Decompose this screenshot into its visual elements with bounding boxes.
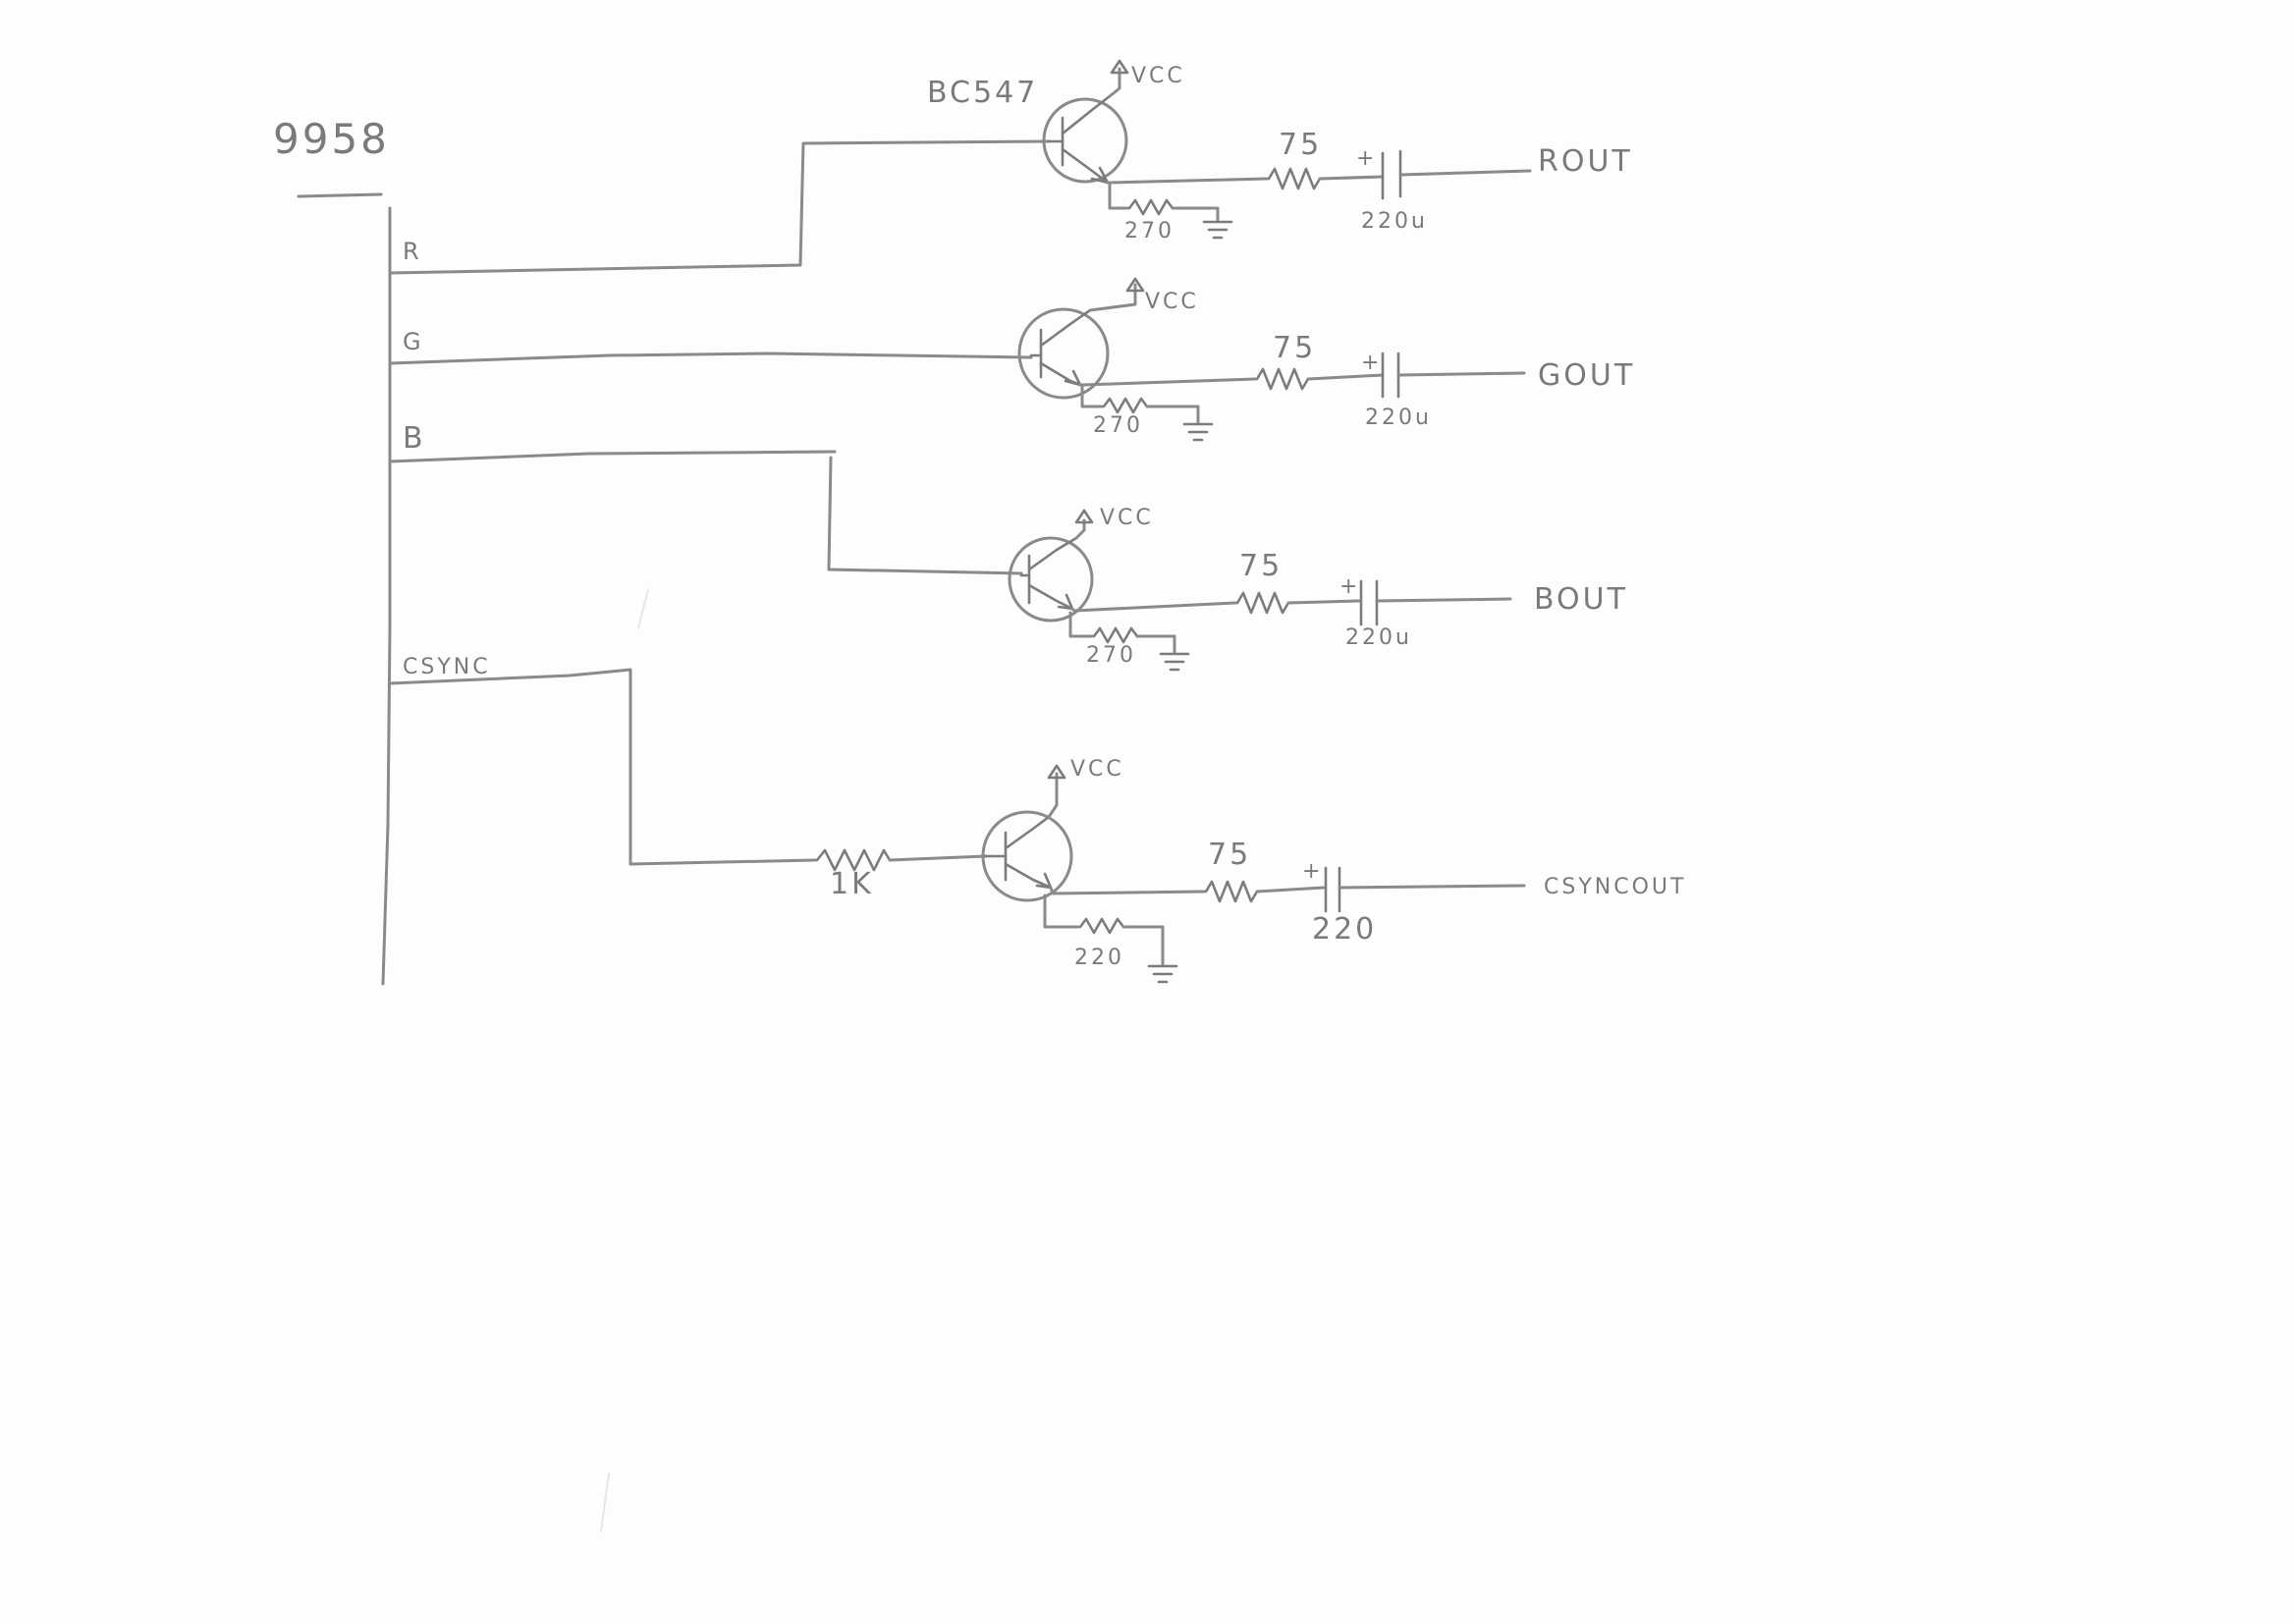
vcc-arrow-b bbox=[1074, 509, 1094, 524]
resistor-270-r bbox=[1127, 198, 1174, 216]
wire-b-collector bbox=[1074, 518, 1086, 540]
output-label-csync: CSYNCOUT bbox=[1544, 875, 1686, 899]
wire-r-to-base bbox=[388, 139, 1051, 275]
vcc-label-g: VCC bbox=[1145, 290, 1199, 314]
vcc-label-r: VCC bbox=[1131, 64, 1185, 88]
capacitor-csync-label: 220 bbox=[1312, 912, 1377, 947]
pin-label-r: R bbox=[403, 238, 421, 265]
cap-plus-csync: + bbox=[1302, 859, 1323, 884]
cap-plus-r: + bbox=[1356, 146, 1377, 171]
wire-csync-emitter-drop bbox=[1043, 893, 1080, 929]
capacitor-csync bbox=[1324, 866, 1341, 913]
wire-r-to-ground bbox=[1171, 206, 1220, 222]
ic-pin-bus bbox=[381, 206, 392, 986]
wire-g-emitter bbox=[1078, 377, 1257, 387]
wire-g-output bbox=[1396, 371, 1526, 377]
stage-csync: 1K VCC 75 + 220 CSYNCOUT 220 bbox=[388, 668, 1686, 984]
transistor-type-label: BC547 bbox=[927, 76, 1038, 110]
resistor-270-b bbox=[1092, 626, 1139, 644]
resistor-270-g bbox=[1102, 397, 1149, 414]
wire-g-to-cap bbox=[1306, 373, 1385, 381]
vcc-label-csync: VCC bbox=[1070, 757, 1124, 782]
resistor-270-b-label: 270 bbox=[1086, 643, 1136, 668]
resistor-75-csync-label: 75 bbox=[1208, 838, 1251, 872]
vcc-arrow-r bbox=[1110, 59, 1129, 75]
paper-smudge bbox=[600, 1472, 610, 1533]
wire-csync-to-ground bbox=[1121, 925, 1165, 966]
paper-smudge bbox=[637, 588, 649, 629]
wire-csync-output bbox=[1338, 884, 1526, 890]
wire-g-to-base bbox=[388, 352, 1033, 365]
ground-symbol-b bbox=[1159, 652, 1190, 672]
resistor-75-r bbox=[1267, 167, 1322, 190]
cap-plus-g: + bbox=[1361, 351, 1382, 375]
transistor-b bbox=[1008, 536, 1094, 623]
ic-label: 9958 bbox=[273, 115, 390, 163]
resistor-75-b bbox=[1235, 591, 1290, 615]
capacitor-r bbox=[1381, 149, 1402, 200]
resistor-75-g bbox=[1255, 367, 1310, 391]
wire-csync-to-cap bbox=[1255, 886, 1326, 893]
pin-label-g: G bbox=[403, 328, 423, 355]
wire-r-emitter bbox=[1106, 177, 1269, 185]
vcc-arrow-g bbox=[1125, 277, 1145, 293]
wire-csync-collector bbox=[1047, 772, 1059, 819]
output-label-b: BOUT bbox=[1534, 582, 1628, 617]
wire-g-to-ground bbox=[1145, 405, 1200, 424]
wire-b-emitter bbox=[1070, 601, 1237, 613]
cap-plus-b: + bbox=[1339, 574, 1360, 599]
wire-csync-emitter bbox=[1049, 886, 1206, 895]
wire-1k-to-base bbox=[888, 854, 988, 862]
wire-b-to-cap bbox=[1286, 599, 1361, 605]
resistor-1k bbox=[815, 848, 892, 872]
wire-b-bus bbox=[388, 450, 837, 463]
capacitor-b bbox=[1359, 579, 1379, 626]
wire-b-to-base bbox=[827, 456, 1023, 575]
stage-r: VCC BC547 75 + 220u ROUT 270 bbox=[388, 59, 1633, 275]
transistor-g bbox=[1017, 307, 1110, 400]
ground-symbol-csync bbox=[1147, 964, 1178, 984]
wire-b-to-ground bbox=[1135, 634, 1176, 654]
resistor-75-csync bbox=[1204, 880, 1259, 903]
transistor-csync bbox=[981, 810, 1073, 902]
wire-r-emitter-drop bbox=[1108, 183, 1129, 210]
capacitor-r-label: 220u bbox=[1361, 209, 1428, 234]
stage-g: VCC 75 + 220u GOUT 270 bbox=[388, 277, 1635, 442]
wire-g-emitter-drop bbox=[1080, 385, 1104, 408]
resistor-270-g-label: 270 bbox=[1093, 413, 1143, 438]
ground-symbol-g bbox=[1182, 422, 1214, 442]
resistor-270-r-label: 270 bbox=[1124, 219, 1174, 244]
capacitor-b-label: 220u bbox=[1345, 625, 1412, 650]
resistor-1k-label: 1K bbox=[830, 867, 874, 901]
resistor-220-csync bbox=[1078, 917, 1125, 935]
capacitor-g-label: 220u bbox=[1365, 406, 1432, 430]
vcc-label-b: VCC bbox=[1100, 506, 1154, 530]
wire-r-collector bbox=[1108, 67, 1121, 98]
output-label-g: GOUT bbox=[1538, 358, 1635, 393]
resistor-220-csync-label: 220 bbox=[1074, 946, 1124, 970]
pin-label-b: B bbox=[403, 421, 426, 456]
resistor-75-g-label: 75 bbox=[1273, 331, 1316, 365]
stage-b: VCC 75 + 220u BOUT 270 bbox=[388, 450, 1628, 672]
wire-r-to-cap bbox=[1318, 175, 1385, 181]
capacitor-g bbox=[1381, 352, 1400, 399]
wire-csync-to-resistor bbox=[388, 668, 817, 866]
wire-b-emitter-drop bbox=[1068, 611, 1094, 638]
transistor-r bbox=[1042, 94, 1128, 185]
ground-symbol-r bbox=[1202, 220, 1233, 240]
ic-label-underline bbox=[297, 192, 383, 198]
resistor-75-b-label: 75 bbox=[1239, 549, 1283, 583]
output-label-r: ROUT bbox=[1538, 144, 1633, 179]
resistor-75-r-label: 75 bbox=[1279, 128, 1322, 162]
wire-r-output bbox=[1398, 169, 1532, 177]
pin-label-csync: CSYNC bbox=[403, 655, 491, 679]
wire-b-output bbox=[1375, 597, 1512, 603]
vcc-arrow-csync bbox=[1047, 764, 1066, 780]
